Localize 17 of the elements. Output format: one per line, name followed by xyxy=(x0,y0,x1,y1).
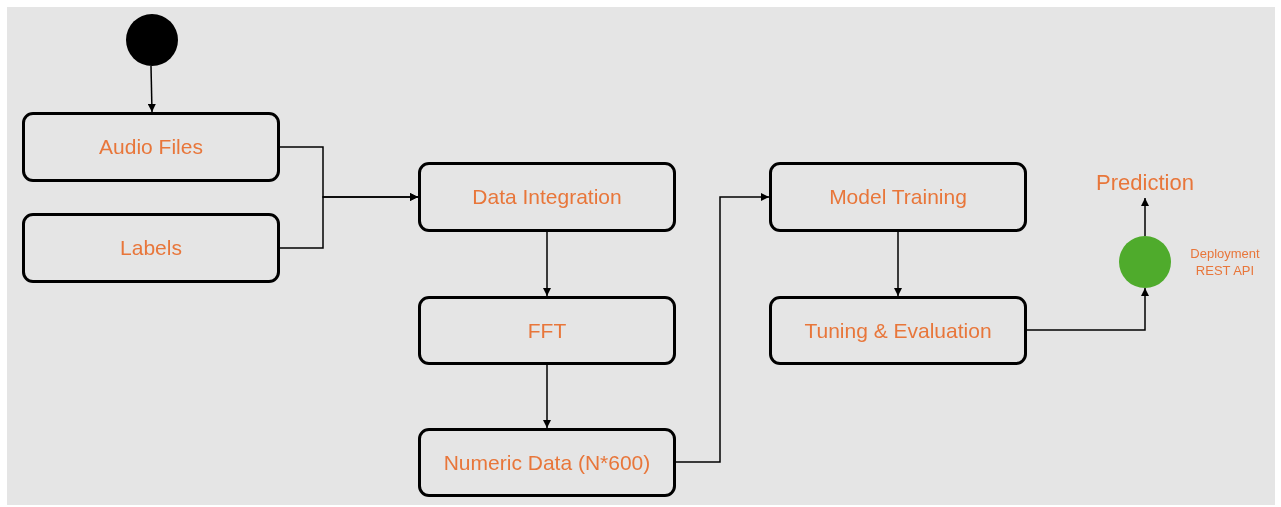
arrow xyxy=(894,231,902,297)
process-box: Labels xyxy=(22,213,280,283)
arrow xyxy=(543,364,551,429)
process-box: Audio Files xyxy=(22,112,280,182)
arrow xyxy=(675,193,770,463)
arrow xyxy=(279,193,419,249)
process-box: FFT xyxy=(418,296,676,365)
process-box: Data Integration xyxy=(418,162,676,232)
output-label: Prediction xyxy=(1096,170,1194,196)
process-box: Model Training xyxy=(769,162,1027,232)
process-box: Tuning & Evaluation xyxy=(769,296,1027,365)
process-box: Numeric Data (N*600) xyxy=(418,428,676,497)
arrow xyxy=(543,231,551,297)
arrow xyxy=(1026,287,1149,331)
arrow xyxy=(1141,197,1149,237)
arrow xyxy=(147,65,156,113)
node-caption: Deployment REST API xyxy=(1189,246,1261,280)
